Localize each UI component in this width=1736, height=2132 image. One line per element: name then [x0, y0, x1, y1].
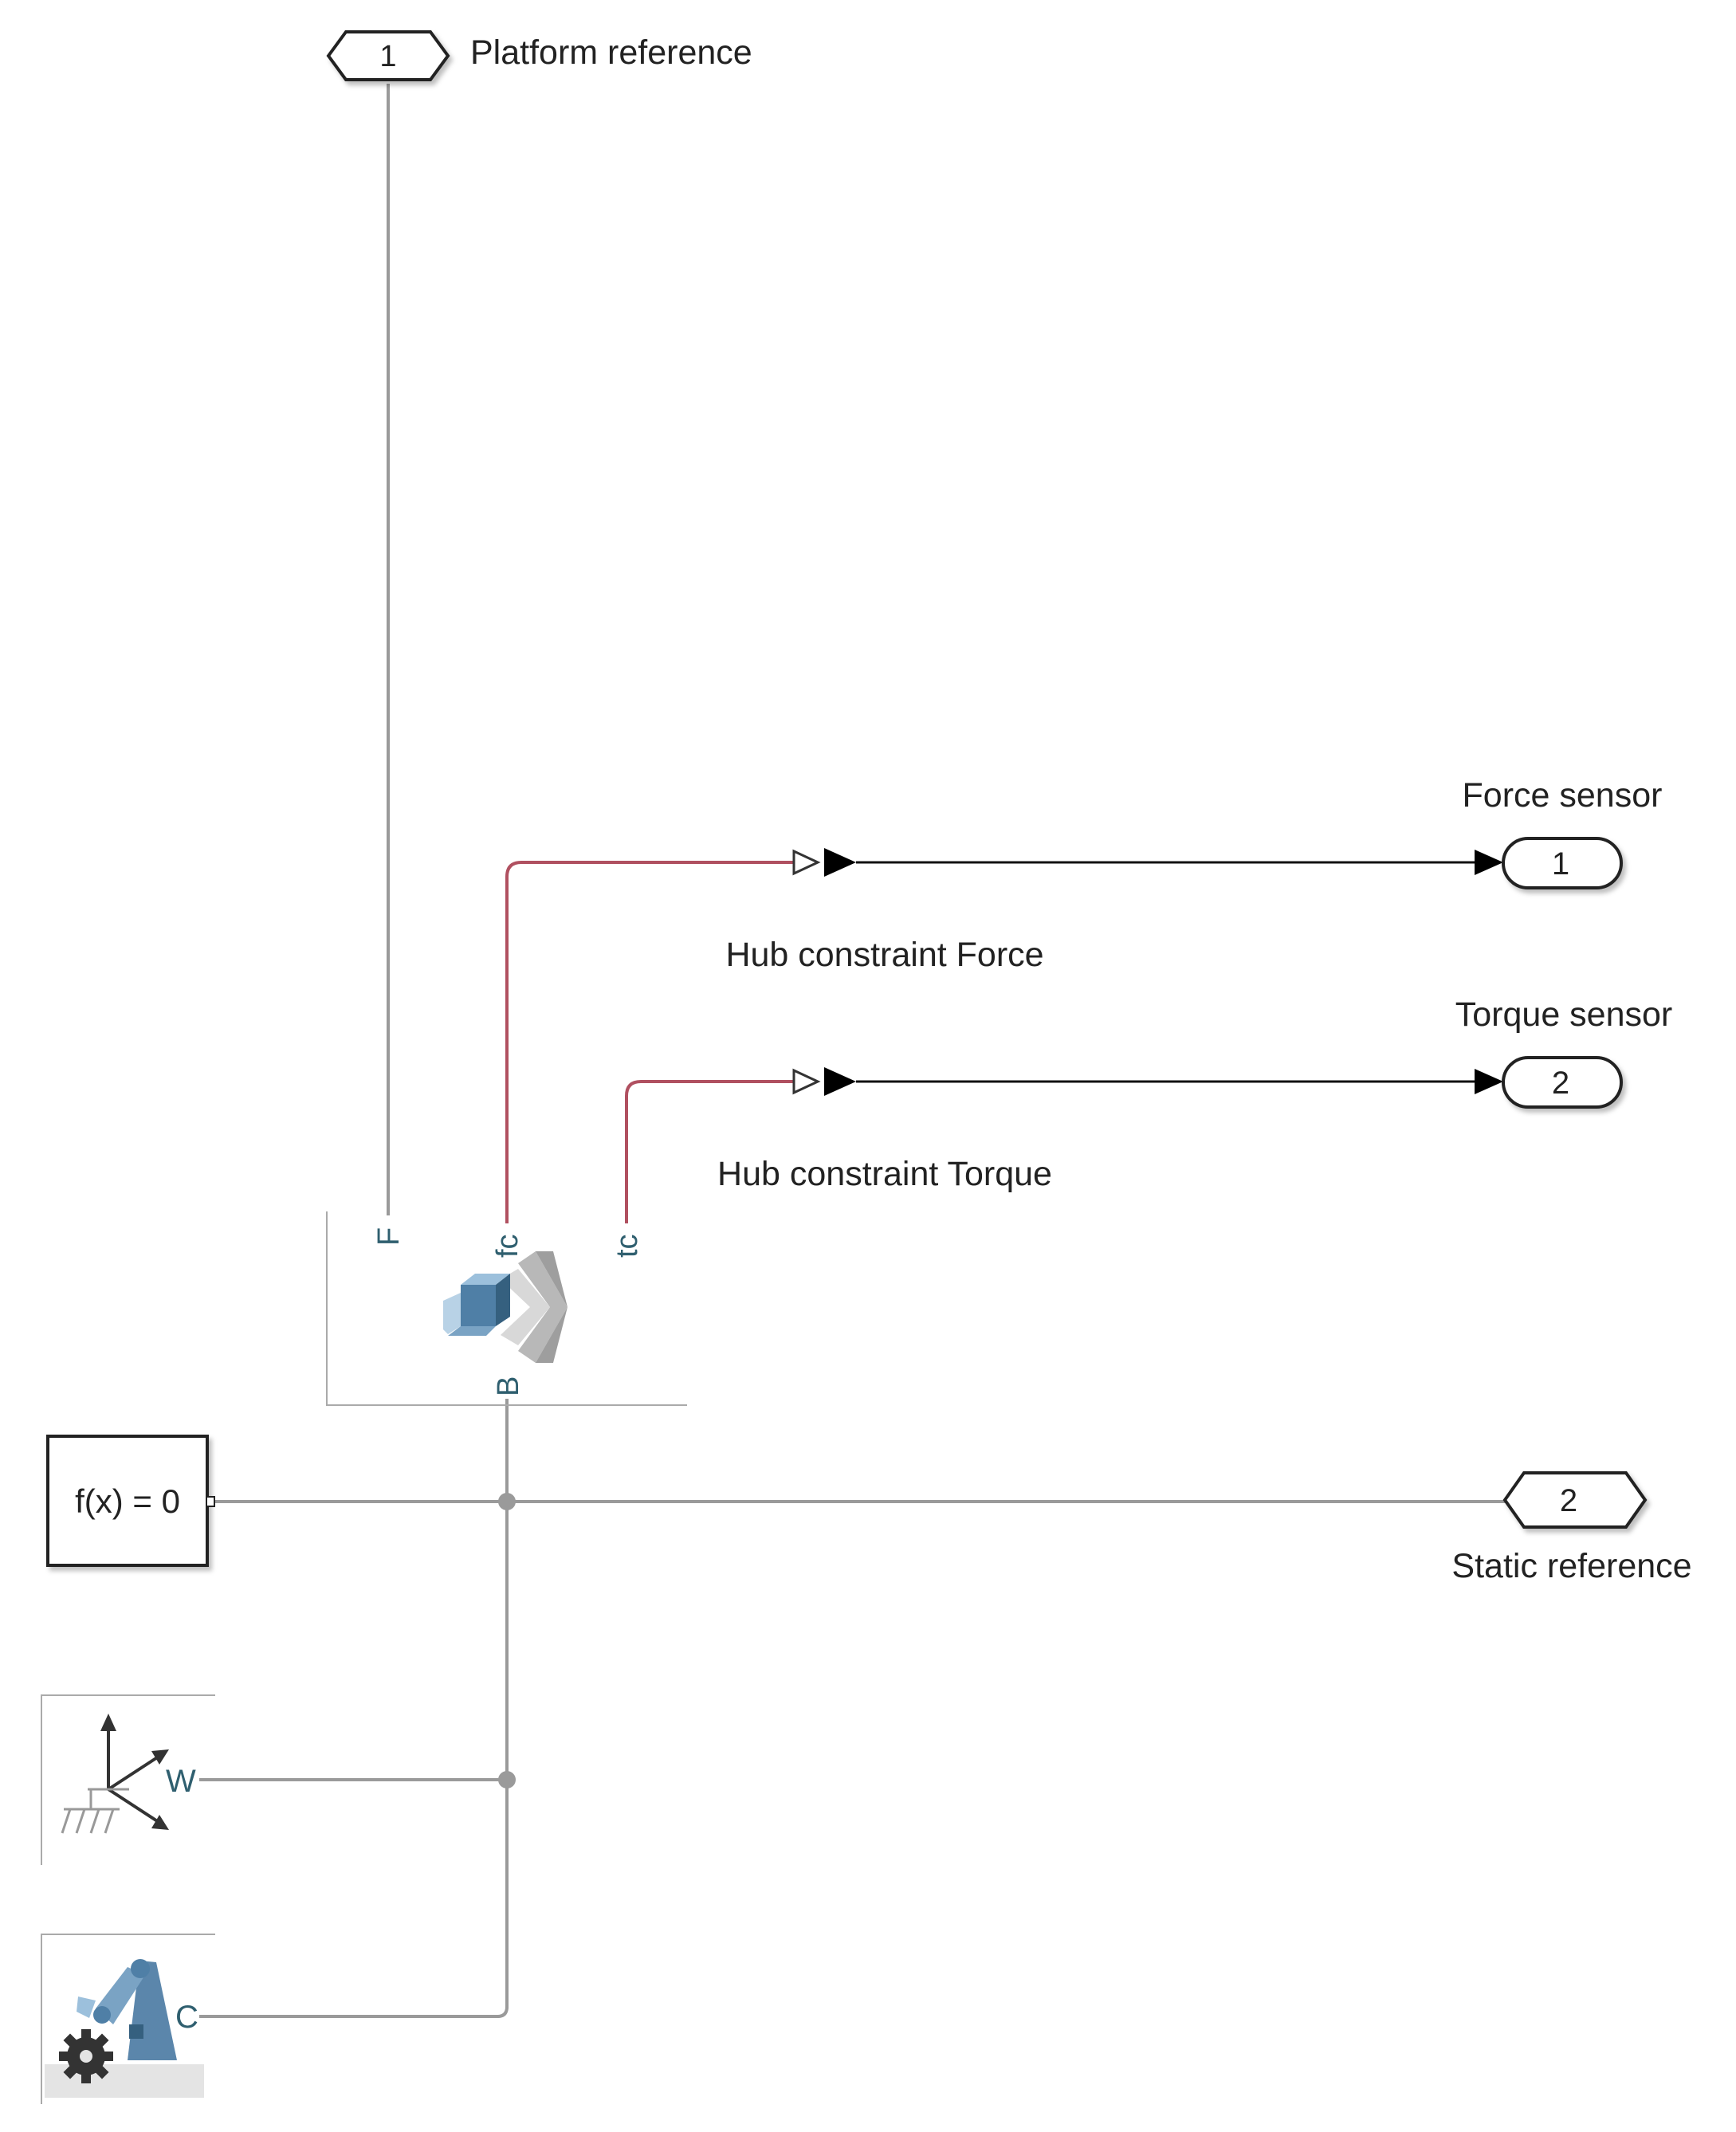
port-label-platform-reference: Platform reference — [470, 33, 752, 72]
line-config-C[interactable] — [199, 2006, 509, 2018]
port-number: 1 — [379, 40, 396, 73]
block-frame — [41, 1694, 215, 1865]
line-fc-signal[interactable] — [505, 861, 793, 1223]
outport-torque-sensor[interactable]: 2 — [1502, 1056, 1623, 1109]
port-B-label: B — [492, 1376, 525, 1396]
constraint-sensor-icon — [443, 1251, 568, 1363]
connection-port-static-reference[interactable]: 2 — [1502, 1471, 1648, 1529]
block-frame — [41, 1934, 215, 2104]
line-tc-signal[interactable] — [625, 1080, 793, 1223]
ps-converter-torque[interactable] — [792, 1067, 856, 1096]
port-number: 2 — [1552, 1066, 1569, 1101]
simulink-signal-lines — [856, 861, 1479, 1083]
connection-port-platform-reference[interactable]: 1 — [326, 30, 450, 81]
port-F-label: F — [372, 1227, 406, 1246]
signal-label-hub-force[interactable]: Hub constraint Force — [725, 936, 1043, 974]
outport-force-sensor[interactable]: 1 — [1502, 837, 1623, 889]
port-tc-label: tc — [611, 1234, 644, 1258]
port-fc-label: fc — [491, 1234, 524, 1258]
solver-configuration-block[interactable]: f(x) = 0 — [46, 1435, 215, 1567]
block-frame — [326, 1211, 687, 1406]
port-number: 1 — [1552, 846, 1569, 881]
port-label-force-sensor: Force sensor — [1463, 776, 1663, 815]
port-label-static-reference: Static reference — [1451, 1547, 1691, 1585]
port-label-torque-sensor: Torque sensor — [1455, 995, 1673, 1034]
world-frame-block[interactable]: W — [41, 1694, 215, 1865]
physical-connections — [199, 84, 1506, 2018]
junction-dot — [498, 1771, 516, 1788]
solver-label: f(x) = 0 — [75, 1482, 180, 1520]
arrowhead — [100, 1714, 116, 1731]
physical-signal-lines — [505, 861, 793, 1223]
arrowhead — [1475, 1069, 1503, 1094]
arrowhead — [1475, 850, 1503, 875]
world-frame-icon — [61, 1726, 165, 1834]
port-number: 2 — [1560, 1483, 1577, 1518]
junction-dot — [498, 1493, 516, 1510]
port-C-label: C — [175, 2000, 198, 2035]
constraint-sensor-block[interactable]: F fc tc B — [326, 1211, 687, 1406]
arrowhead — [151, 1815, 169, 1830]
signal-label-hub-torque[interactable]: Hub constraint Torque — [717, 1155, 1052, 1193]
mechanism-configuration-block[interactable]: C — [41, 1934, 215, 2104]
port-W-label: W — [166, 1764, 196, 1799]
arrowhead — [151, 1749, 169, 1765]
solver-port — [206, 1496, 215, 1507]
ps-converter-force[interactable] — [792, 848, 856, 877]
